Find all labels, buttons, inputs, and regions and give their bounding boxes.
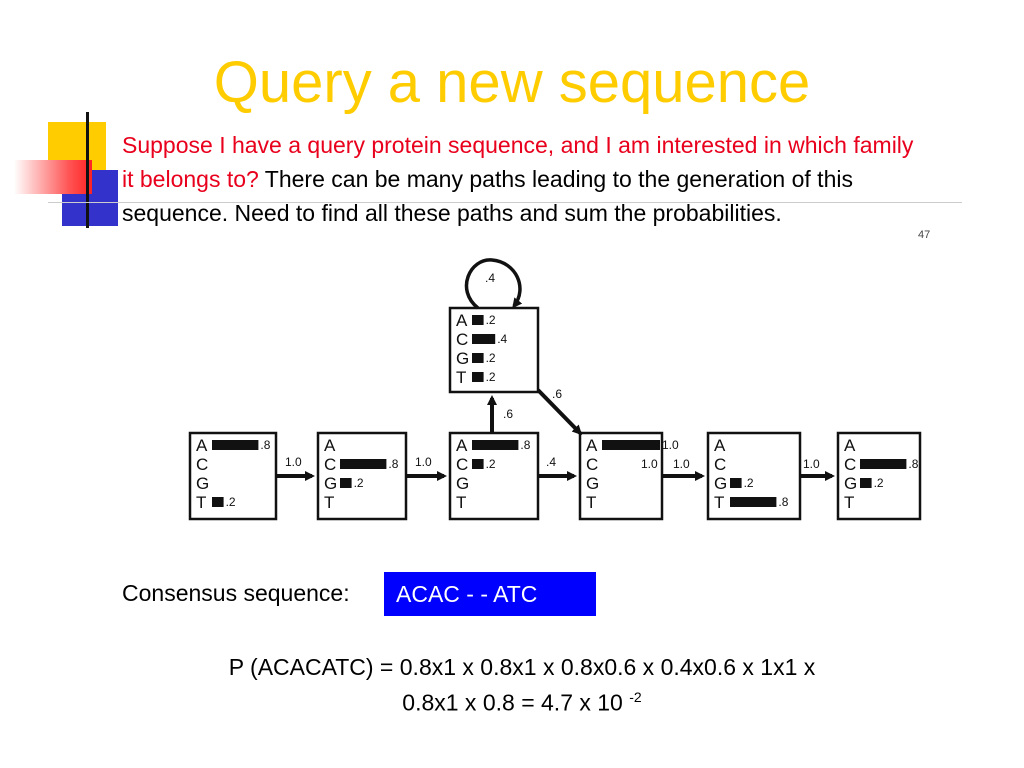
match-state-2-letter: G [324, 474, 337, 493]
match-state-6-bar [860, 459, 907, 469]
match-state-2-letter: T [324, 493, 334, 512]
match-state-1-bar [212, 497, 224, 507]
match-state-1-prob: .2 [226, 495, 236, 509]
match-state-3-letter: C [456, 455, 468, 474]
match-state-3-letter: A [456, 436, 468, 455]
intro-paragraph: Suppose I have a query protein sequence,… [122, 128, 922, 230]
transition-arrow-insert-s4 [536, 388, 583, 436]
transition-label-s1-s2: 1.0 [285, 455, 302, 469]
match-state-2-letter: A [324, 436, 336, 455]
insert-state-bar [472, 334, 496, 344]
transition-label-s4-s5: 1.0 [673, 457, 690, 471]
insert-state-bar [472, 315, 484, 325]
insert-state-prob: .2 [486, 313, 496, 327]
transition-label-s5-s6: 1.0 [803, 457, 820, 471]
match-state-1-letter: C [196, 455, 208, 474]
insert-state-letter: T [456, 368, 466, 387]
match-state-1-letter: T [196, 493, 206, 512]
insert-state-prob: .4 [497, 332, 507, 346]
intro-rest: There can be many paths leading to the g… [122, 166, 853, 226]
match-state-4-letter: T [586, 493, 596, 512]
match-state-6-letter: C [844, 455, 856, 474]
transition-label-insert-s4: .6 [552, 387, 562, 401]
match-state-2-box [316, 431, 408, 521]
match-state-4-extra-prob: 1.0 [641, 457, 658, 471]
decor-vertical-line [86, 112, 89, 228]
match-state-6-letter: T [844, 493, 854, 512]
match-state-2-prob: .8 [388, 457, 398, 471]
match-state-1-box [188, 431, 278, 521]
decor-horizontal-line [48, 202, 962, 203]
intro-highlight: Suppose I have a query protein sequence,… [122, 132, 914, 192]
match-state-6-prob: .2 [874, 476, 884, 490]
insert-state-prob: .2 [486, 370, 496, 384]
match-state-5-letter: G [714, 474, 727, 493]
transition-label-s3-s4: .4 [546, 455, 556, 469]
insert-self-loop [464, 258, 523, 310]
consensus-label: Consensus sequence: [122, 580, 350, 606]
match-state-6-letter: A [844, 436, 856, 455]
match-state-1-prob: .8 [260, 438, 270, 452]
insert-state-letter: G [456, 349, 469, 368]
match-state-4-letter: C [586, 455, 598, 474]
insert-state-bar [472, 353, 484, 363]
match-state-5-letter: A [714, 436, 726, 455]
match-state-6-bar [860, 478, 872, 488]
match-state-5-letter: C [714, 455, 726, 474]
match-state-6-letter: G [844, 474, 857, 493]
consensus-sequence-box: ACAC - - ATC [384, 572, 596, 616]
match-state-3-letter: T [456, 493, 466, 512]
match-state-5-prob: .2 [744, 476, 754, 490]
match-state-4-letter: A [586, 436, 598, 455]
match-state-3-prob: .8 [520, 438, 530, 452]
match-state-3-letter: G [456, 474, 469, 493]
match-state-5-prob: .8 [778, 495, 788, 509]
match-state-2-letter: C [324, 455, 336, 474]
match-state-1-bar [212, 440, 259, 450]
corner-page-mark: 47 [918, 229, 930, 241]
match-state-6-box [836, 431, 922, 521]
formula-exponent: -2 [629, 689, 642, 705]
match-state-1-letter: A [196, 436, 208, 455]
slide-title: Query a new sequence [213, 50, 811, 115]
match-state-5-letter: T [714, 493, 724, 512]
match-state-4-prob: 1.0 [662, 438, 679, 452]
match-state-6-prob: .8 [908, 457, 918, 471]
formula-line-1: P (ACACATC) = 0.8x1 x 0.8x1 x 0.8x0.6 x … [228, 654, 816, 680]
match-state-2-prob: .2 [354, 476, 364, 490]
match-state-2-bar [340, 478, 352, 488]
match-state-3-prob: .2 [486, 457, 496, 471]
insert-state-bar [472, 372, 484, 382]
transition-label-s3-insert: .6 [503, 407, 513, 421]
insert-state-letter: C [456, 330, 468, 349]
match-state-3-bar [472, 440, 519, 450]
insert-self-loop-label: .4 [485, 271, 495, 285]
decor-red-gradient [14, 160, 92, 194]
insert-state-box [448, 306, 540, 394]
match-state-5-bar [730, 497, 777, 507]
formula-line-2: 0.8x1 x 0.8 = 4.7 x 10 -2 [0, 682, 1024, 718]
match-state-4-bar [602, 440, 660, 450]
match-state-4-letter: G [586, 474, 599, 493]
match-state-1-letter: G [196, 474, 209, 493]
match-state-2-bar [340, 459, 387, 469]
insert-state-prob: .2 [486, 351, 496, 365]
formula-line-2-text: 0.8x1 x 0.8 = 4.7 x 10 [402, 689, 623, 716]
transition-label-s2-s3: 1.0 [415, 455, 432, 469]
match-state-5-bar [730, 478, 742, 488]
probability-formula: P (ACACATC) = 0.8x1 x 0.8x1 x 0.8x0.6 x … [0, 652, 1024, 718]
match-state-3-bar [472, 459, 484, 469]
insert-state-letter: A [456, 311, 468, 330]
